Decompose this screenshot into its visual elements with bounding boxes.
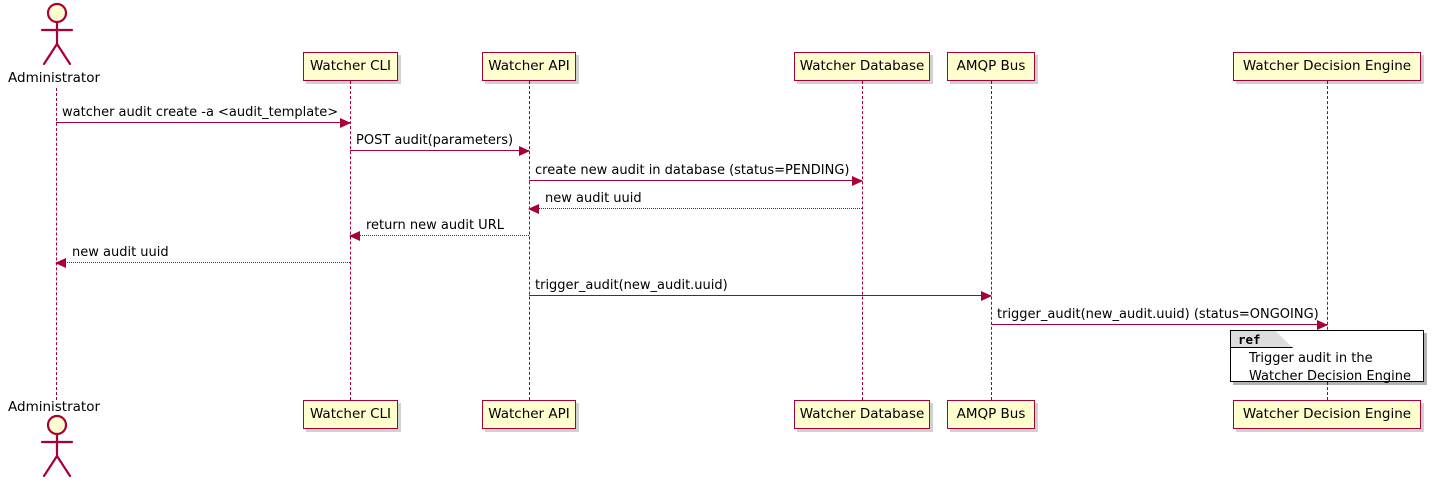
participant-label: Watcher API: [488, 57, 570, 74]
message-label: trigger_audit(new_audit.uuid) (status=ON…: [997, 306, 1319, 322]
message-line: [991, 324, 1327, 325]
lifeline-administrator: [56, 88, 57, 400]
participant-watcher-api-top[interactable]: Watcher API: [482, 52, 576, 81]
message-post-audit: POST audit(parameters): [350, 133, 530, 156]
message-label: return new audit URL: [366, 217, 504, 233]
ref-fragment-trigger-audit: ref Trigger audit in the Watcher Decisio…: [1230, 330, 1424, 384]
message-return-new-audit-url: return new audit URL: [349, 218, 529, 241]
actor-stick-figure-icon: [40, 2, 74, 66]
message-line: [529, 180, 862, 181]
actor-stick-figure-icon: [40, 414, 74, 478]
participant-watcher-decision-engine-bottom[interactable]: Watcher Decision Engine: [1233, 400, 1421, 429]
participant-label: Watcher CLI: [309, 405, 392, 422]
lifeline-watcher-decision-engine: [1327, 81, 1328, 400]
message-label: trigger_audit(new_audit.uuid): [535, 277, 728, 293]
message-line: [56, 262, 350, 263]
participant-watcher-cli-top[interactable]: Watcher CLI: [303, 52, 398, 81]
message-line: [350, 235, 529, 236]
participant-label: AMQP Bus: [956, 57, 1026, 74]
message-label: POST audit(parameters): [356, 132, 514, 148]
arrow-head-icon: [981, 290, 992, 301]
lifeline-watcher-cli: [350, 81, 351, 400]
participant-amqp-bus-top[interactable]: AMQP Bus: [947, 52, 1035, 81]
lifeline-amqp-bus: [991, 81, 992, 400]
message-trigger-audit-ongoing: trigger_audit(new_audit.uuid) (status=ON…: [991, 307, 1328, 330]
actor-label-administrator-bottom: Administrator: [8, 399, 101, 415]
participant-label: AMQP Bus: [956, 405, 1026, 422]
message-new-audit-uuid-db: new audit uuid: [528, 191, 862, 214]
participant-label: Watcher Database: [799, 57, 925, 74]
message-trigger-audit: trigger_audit(new_audit.uuid): [529, 278, 992, 301]
participant-watcher-cli-bottom[interactable]: Watcher CLI: [303, 400, 398, 429]
participant-watcher-database-top[interactable]: Watcher Database: [794, 52, 930, 81]
message-line: [350, 150, 529, 151]
arrow-head-icon: [528, 203, 539, 214]
participant-label: Watcher API: [488, 405, 570, 422]
participant-watcher-decision-engine-top[interactable]: Watcher Decision Engine: [1233, 52, 1421, 81]
arrow-head-icon: [340, 117, 351, 128]
actor-label-administrator-top: Administrator: [8, 70, 101, 86]
participant-label: Watcher Decision Engine: [1242, 405, 1412, 422]
participant-watcher-api-bottom[interactable]: Watcher API: [482, 400, 576, 429]
participant-amqp-bus-bottom[interactable]: AMQP Bus: [947, 400, 1035, 429]
message-watcher-audit-create: watcher audit create -a <audit_template>: [56, 105, 351, 128]
arrow-head-icon: [1317, 319, 1328, 330]
ref-fragment-text: Trigger audit in the Watcher Decision En…: [1249, 351, 1411, 384]
arrow-head-icon: [55, 257, 66, 268]
actor-administrator-bottom: [30, 414, 84, 484]
message-create-new-audit: create new audit in database (status=PEN…: [529, 163, 863, 186]
arrow-head-icon: [852, 175, 863, 186]
lifeline-watcher-api: [529, 81, 530, 400]
participant-label: Watcher Database: [799, 405, 925, 422]
message-label: new audit uuid: [545, 190, 642, 206]
message-label: watcher audit create -a <audit_template>: [62, 104, 339, 120]
lifeline-watcher-database: [862, 81, 863, 400]
message-new-audit-uuid-cli: new audit uuid: [55, 245, 350, 268]
arrow-head-icon: [519, 145, 530, 156]
actor-administrator-top: [30, 2, 84, 72]
message-label: new audit uuid: [72, 244, 169, 260]
message-line: [56, 122, 350, 123]
message-line: [529, 208, 862, 209]
participant-label: Watcher Decision Engine: [1242, 57, 1412, 74]
message-label: create new audit in database (status=PEN…: [535, 162, 850, 178]
participant-watcher-database-bottom[interactable]: Watcher Database: [794, 400, 930, 429]
arrow-head-icon: [349, 230, 360, 241]
participant-label: Watcher CLI: [309, 57, 392, 74]
ref-fragment-tab-label: ref: [1231, 331, 1293, 348]
message-line: [529, 295, 991, 296]
